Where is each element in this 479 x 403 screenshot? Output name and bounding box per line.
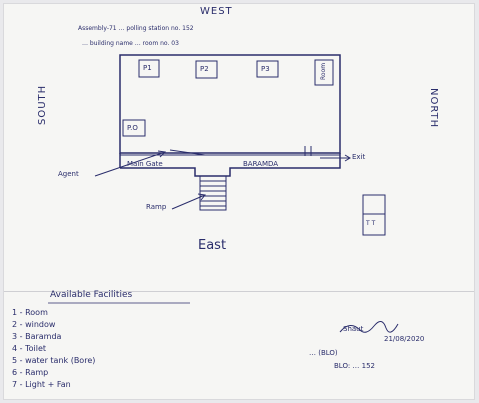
main-gate-mark bbox=[169, 149, 206, 156]
ramp-arrow bbox=[171, 193, 206, 210]
baramda-block bbox=[120, 153, 341, 177]
facility-item: 3 - Baramda bbox=[12, 332, 62, 341]
compass-north: NORTH bbox=[428, 88, 439, 129]
facility-item: 1 - Room bbox=[12, 308, 48, 317]
facility-item: 5 - water tank (Bore) bbox=[12, 356, 96, 365]
toilet-box bbox=[362, 194, 386, 236]
facility-item: 2 - window bbox=[12, 320, 56, 329]
room-po bbox=[122, 119, 146, 137]
label-agent: Agent bbox=[58, 170, 79, 178]
paper-sheet bbox=[3, 3, 475, 400]
building-outline bbox=[119, 54, 341, 154]
exit-arrow bbox=[320, 154, 351, 162]
room-label-p1: P1 bbox=[143, 64, 152, 72]
compass-south: SOUTH bbox=[37, 84, 48, 125]
room-label-p3: P3 bbox=[261, 65, 270, 73]
label-baramda: BARAMDA bbox=[243, 160, 279, 168]
compass-west: WEST bbox=[200, 6, 233, 17]
agent-arrow bbox=[94, 150, 167, 177]
ramp-stairs bbox=[199, 175, 227, 211]
room-p1 bbox=[138, 59, 160, 78]
label-toilet: T T bbox=[366, 220, 376, 227]
room-label-po: P.O bbox=[127, 124, 138, 132]
compass-east: East bbox=[198, 238, 227, 253]
paper-fold bbox=[4, 291, 474, 292]
room-label-room: Room bbox=[320, 62, 327, 80]
label-ramp: Ramp bbox=[146, 203, 167, 211]
signature-scribble-icon bbox=[339, 321, 399, 333]
facility-item: 4 - Toilet bbox=[12, 344, 47, 353]
room-p2 bbox=[195, 60, 218, 79]
header-line-2: … building name … room no. 03 bbox=[82, 40, 179, 47]
signature-line-2: BLO: … 152 bbox=[334, 362, 376, 370]
room-p3 bbox=[256, 60, 279, 78]
facilities-title: Available Facilities bbox=[50, 290, 133, 300]
label-main-gate: Main Gate bbox=[127, 160, 163, 168]
signature-name: Shaut bbox=[343, 325, 364, 333]
signature-line-1: … (BLO) bbox=[309, 349, 338, 357]
room-room bbox=[314, 59, 334, 86]
label-exit: Exit bbox=[352, 153, 366, 161]
header-line-1: Assembly-71 … polling station no. 152 bbox=[78, 25, 194, 32]
facility-item: 6 - Ramp bbox=[12, 368, 49, 377]
facility-item: 7 - Light + Fan bbox=[12, 380, 71, 389]
room-label-p2: P2 bbox=[200, 65, 209, 73]
signature-date: 21/08/2020 bbox=[384, 335, 425, 343]
